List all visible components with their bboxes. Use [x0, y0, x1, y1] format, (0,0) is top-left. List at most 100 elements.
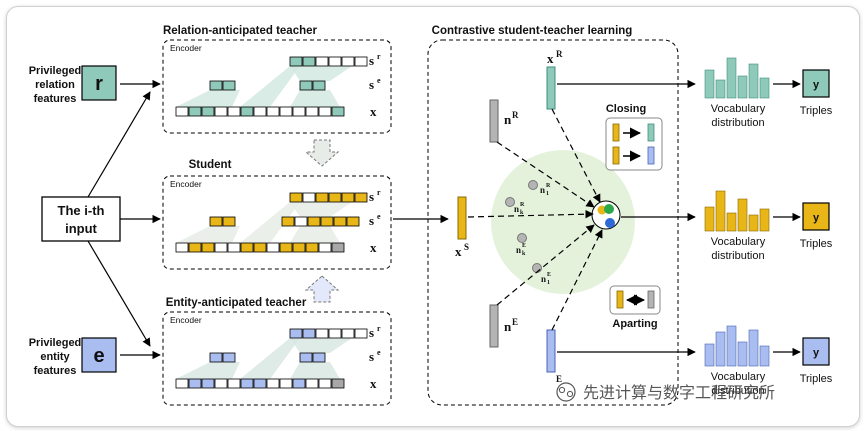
- relation-x-token: [253, 106, 267, 117]
- entity-label-2: entity: [40, 351, 70, 363]
- relation-triples-y: y: [813, 79, 820, 91]
- entity-triples-label: Triples: [800, 373, 833, 385]
- entity-triples-y: y: [813, 347, 820, 359]
- n1E-point: [532, 263, 542, 273]
- entity-se-token: [222, 352, 236, 363]
- relation-se-token: [299, 80, 313, 91]
- relation-sr-label: s: [369, 53, 374, 68]
- contrastive-space: [491, 150, 635, 294]
- nkR-sub: k: [520, 210, 524, 216]
- xR-sup: R: [556, 49, 563, 59]
- entity-sr-token: [341, 328, 355, 339]
- student-x-token: [253, 242, 267, 253]
- entity-sr-token: [328, 328, 342, 339]
- entity-se-token: [312, 352, 326, 363]
- entity-vocab-label-2: distribution: [711, 385, 764, 397]
- xR-vector: [546, 66, 556, 110]
- entity-feature-box: [81, 337, 117, 373]
- student-sr-sup: r: [377, 188, 381, 197]
- entity-vocab-bar: [726, 325, 737, 367]
- entity-sr-label: s: [369, 325, 374, 340]
- entity-se-sup: e: [377, 348, 381, 357]
- student-x-token: [305, 242, 319, 253]
- nR-sup: R: [512, 110, 519, 120]
- nkE-sub: k: [522, 251, 526, 257]
- entity-x-token: [331, 378, 345, 389]
- student-x-token: [240, 242, 254, 253]
- closing-relation-vec: [647, 123, 655, 142]
- entity-x-label: x: [370, 376, 377, 391]
- relation-vocab-bar: [759, 77, 770, 99]
- watermark-logo-icon: [556, 382, 576, 402]
- student-x-token: [214, 242, 228, 253]
- relation-x-label: x: [370, 104, 377, 119]
- arrow-teacher-to-student-bottom: [304, 275, 340, 303]
- nE-label: n: [504, 319, 512, 334]
- relation-symbol: r: [95, 73, 103, 95]
- student-vocab-label-1: Vocabulary: [711, 236, 766, 248]
- student-x-token: [175, 242, 189, 253]
- xE-sup: E: [556, 374, 562, 384]
- arrow-nE-to-cluster: [496, 224, 595, 306]
- relation-x-token: [175, 106, 189, 117]
- entity-attention-shade-0: [176, 362, 240, 379]
- student-x-token: [318, 242, 332, 253]
- entity-attention-shade-2: [290, 362, 340, 379]
- entity-encoder-label: Encoder: [170, 315, 202, 325]
- entity-sr-token: [315, 328, 329, 339]
- entity-vocab-bar: [737, 341, 748, 367]
- entity-vocab-bar: [704, 343, 715, 367]
- student-sr-token: [289, 192, 303, 203]
- relation-x-token: [227, 106, 241, 117]
- entity-x-token: [188, 378, 202, 389]
- closing-student-vec-2: [612, 146, 620, 165]
- nkR-point: [505, 197, 515, 207]
- student-se-token: [307, 216, 321, 227]
- nkE-label: n: [516, 245, 521, 255]
- n1R-sup: R: [546, 183, 551, 189]
- student-sr-token: [341, 192, 355, 203]
- student-vocab-bar: [759, 208, 770, 232]
- arrow-input-to-entity-teacher: [87, 240, 151, 347]
- aparting-label: Aparting: [612, 318, 657, 330]
- relation-sr-token: [354, 56, 368, 67]
- student-se-label: s: [369, 213, 374, 228]
- relation-sr-token: [328, 56, 342, 67]
- arrow-input-to-relation-teacher: [87, 91, 151, 198]
- relation-vocab-bar: [715, 79, 726, 99]
- relation-vocab-bar: [704, 69, 715, 99]
- student-se-token: [320, 216, 334, 227]
- student-x-token: [188, 242, 202, 253]
- student-x-label: x: [370, 240, 377, 255]
- relation-se-sup: e: [377, 76, 381, 85]
- xR-label: x: [547, 51, 554, 66]
- arrow-xR-to-cluster: [551, 108, 601, 203]
- relation-attention-shade-3: [290, 66, 352, 81]
- relation-vocab-label-1: Vocabulary: [711, 103, 766, 115]
- entity-se-label: s: [369, 349, 374, 364]
- student-vocab-bar: [704, 206, 715, 232]
- ith-input-line1: The i-th: [58, 203, 105, 218]
- relation-sr-token: [302, 56, 316, 67]
- student-x-token: [331, 242, 345, 253]
- nE-vector: [489, 304, 499, 348]
- entity-x-token: [292, 378, 306, 389]
- relation-x-token: [201, 106, 215, 117]
- student-vocab-bar: [715, 190, 726, 232]
- nR-vector: [489, 99, 499, 143]
- student-se-token: [281, 216, 295, 227]
- xS-vector: [457, 196, 467, 240]
- relation-x-token: [240, 106, 254, 117]
- entity-attention-shade-1: [240, 338, 300, 379]
- n1E-sup: E: [547, 272, 551, 278]
- closing-label: Closing: [606, 103, 646, 115]
- entity-teacher-title: Entity-anticipated teacher: [166, 297, 307, 309]
- entity-x-token: [253, 378, 267, 389]
- contrastive-box: [427, 39, 679, 406]
